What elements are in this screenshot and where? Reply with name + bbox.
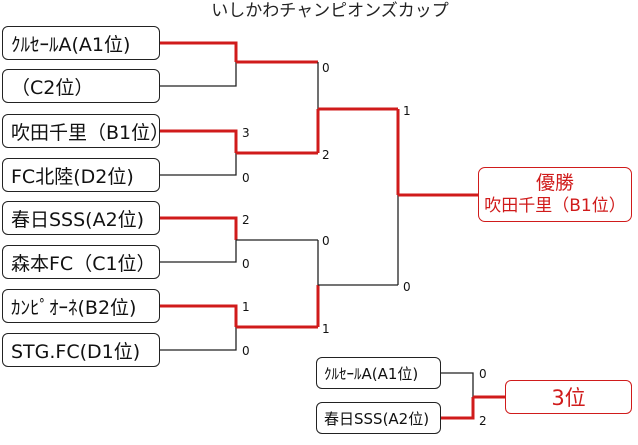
team-label: 春日SSS(A2位) (11, 208, 145, 231)
score-label: 3 (242, 126, 250, 140)
team-box-4: FC北陸(D2位) (2, 158, 160, 192)
score-label: 0 (479, 367, 487, 381)
score-label: 0 (242, 344, 250, 358)
team-box-3: 吹田千里（B1位） (2, 114, 160, 148)
team-label: STG.FC(D1位) (11, 340, 141, 363)
team-box-8: STG.FC(D1位) (2, 333, 160, 367)
score-label: 1 (242, 300, 250, 314)
line-match3-winner (160, 216, 238, 240)
team-label: ｸﾙｾｰﾙA(A1位) (324, 364, 419, 383)
line-match2-winner (160, 129, 238, 153)
team-box-1: ｸﾙｾｰﾙA(A1位) (2, 26, 160, 60)
score-label: 1 (322, 322, 330, 336)
score-label: 0 (322, 61, 330, 75)
line-match4-winner (160, 304, 238, 327)
team-label: 春日SSS(A2位) (324, 409, 430, 428)
line-third-top (441, 372, 474, 397)
line-match4-loser (160, 327, 237, 351)
team-label: ｸﾙｾｰﾙA(A1位) (11, 33, 131, 56)
team-box-7: ｶﾝﾋﾟｵｰﾈ(B2位) (2, 289, 160, 323)
line-match1-winner (160, 41, 238, 62)
champion-title: 優勝 (535, 172, 574, 194)
team-label: 森本FC（C1位） (11, 252, 156, 275)
team-box-6: 森本FC（C1位） (2, 245, 160, 279)
score-label: 2 (479, 414, 487, 428)
score-label: 0 (242, 171, 250, 185)
third-team-box-1: ｸﾙｾｰﾙA(A1位) (316, 357, 441, 389)
third-team-box-2: 春日SSS(A2位) (316, 402, 441, 434)
champion-box: 優勝 吹田千里（B1位） (478, 167, 632, 222)
score-label: 1 (403, 104, 411, 118)
team-label: （C2位） (11, 76, 94, 99)
line-match3-loser (160, 240, 237, 263)
champion-name: 吹田千里（B1位） (484, 196, 626, 216)
team-label: FC北陸(D2位) (11, 165, 134, 188)
score-label: 0 (242, 257, 250, 271)
line-match1-loser (160, 62, 237, 87)
team-box-2: （C2位） (2, 69, 160, 103)
line-match2-loser (160, 153, 237, 176)
score-label: 2 (242, 213, 250, 227)
line-third-bottom (441, 397, 475, 420)
score-label: 0 (403, 280, 411, 294)
team-label: 吹田千里（B1位） (11, 121, 160, 144)
team-label: ｶﾝﾋﾟｵｰﾈ(B2位) (11, 296, 137, 319)
score-label: 0 (322, 234, 330, 248)
third-place-box: 3位 (505, 380, 632, 414)
team-box-5: 春日SSS(A2位) (2, 201, 160, 235)
score-label: 2 (322, 148, 330, 162)
tournament-title: いしかわチャンピオンズカップ (211, 1, 449, 21)
